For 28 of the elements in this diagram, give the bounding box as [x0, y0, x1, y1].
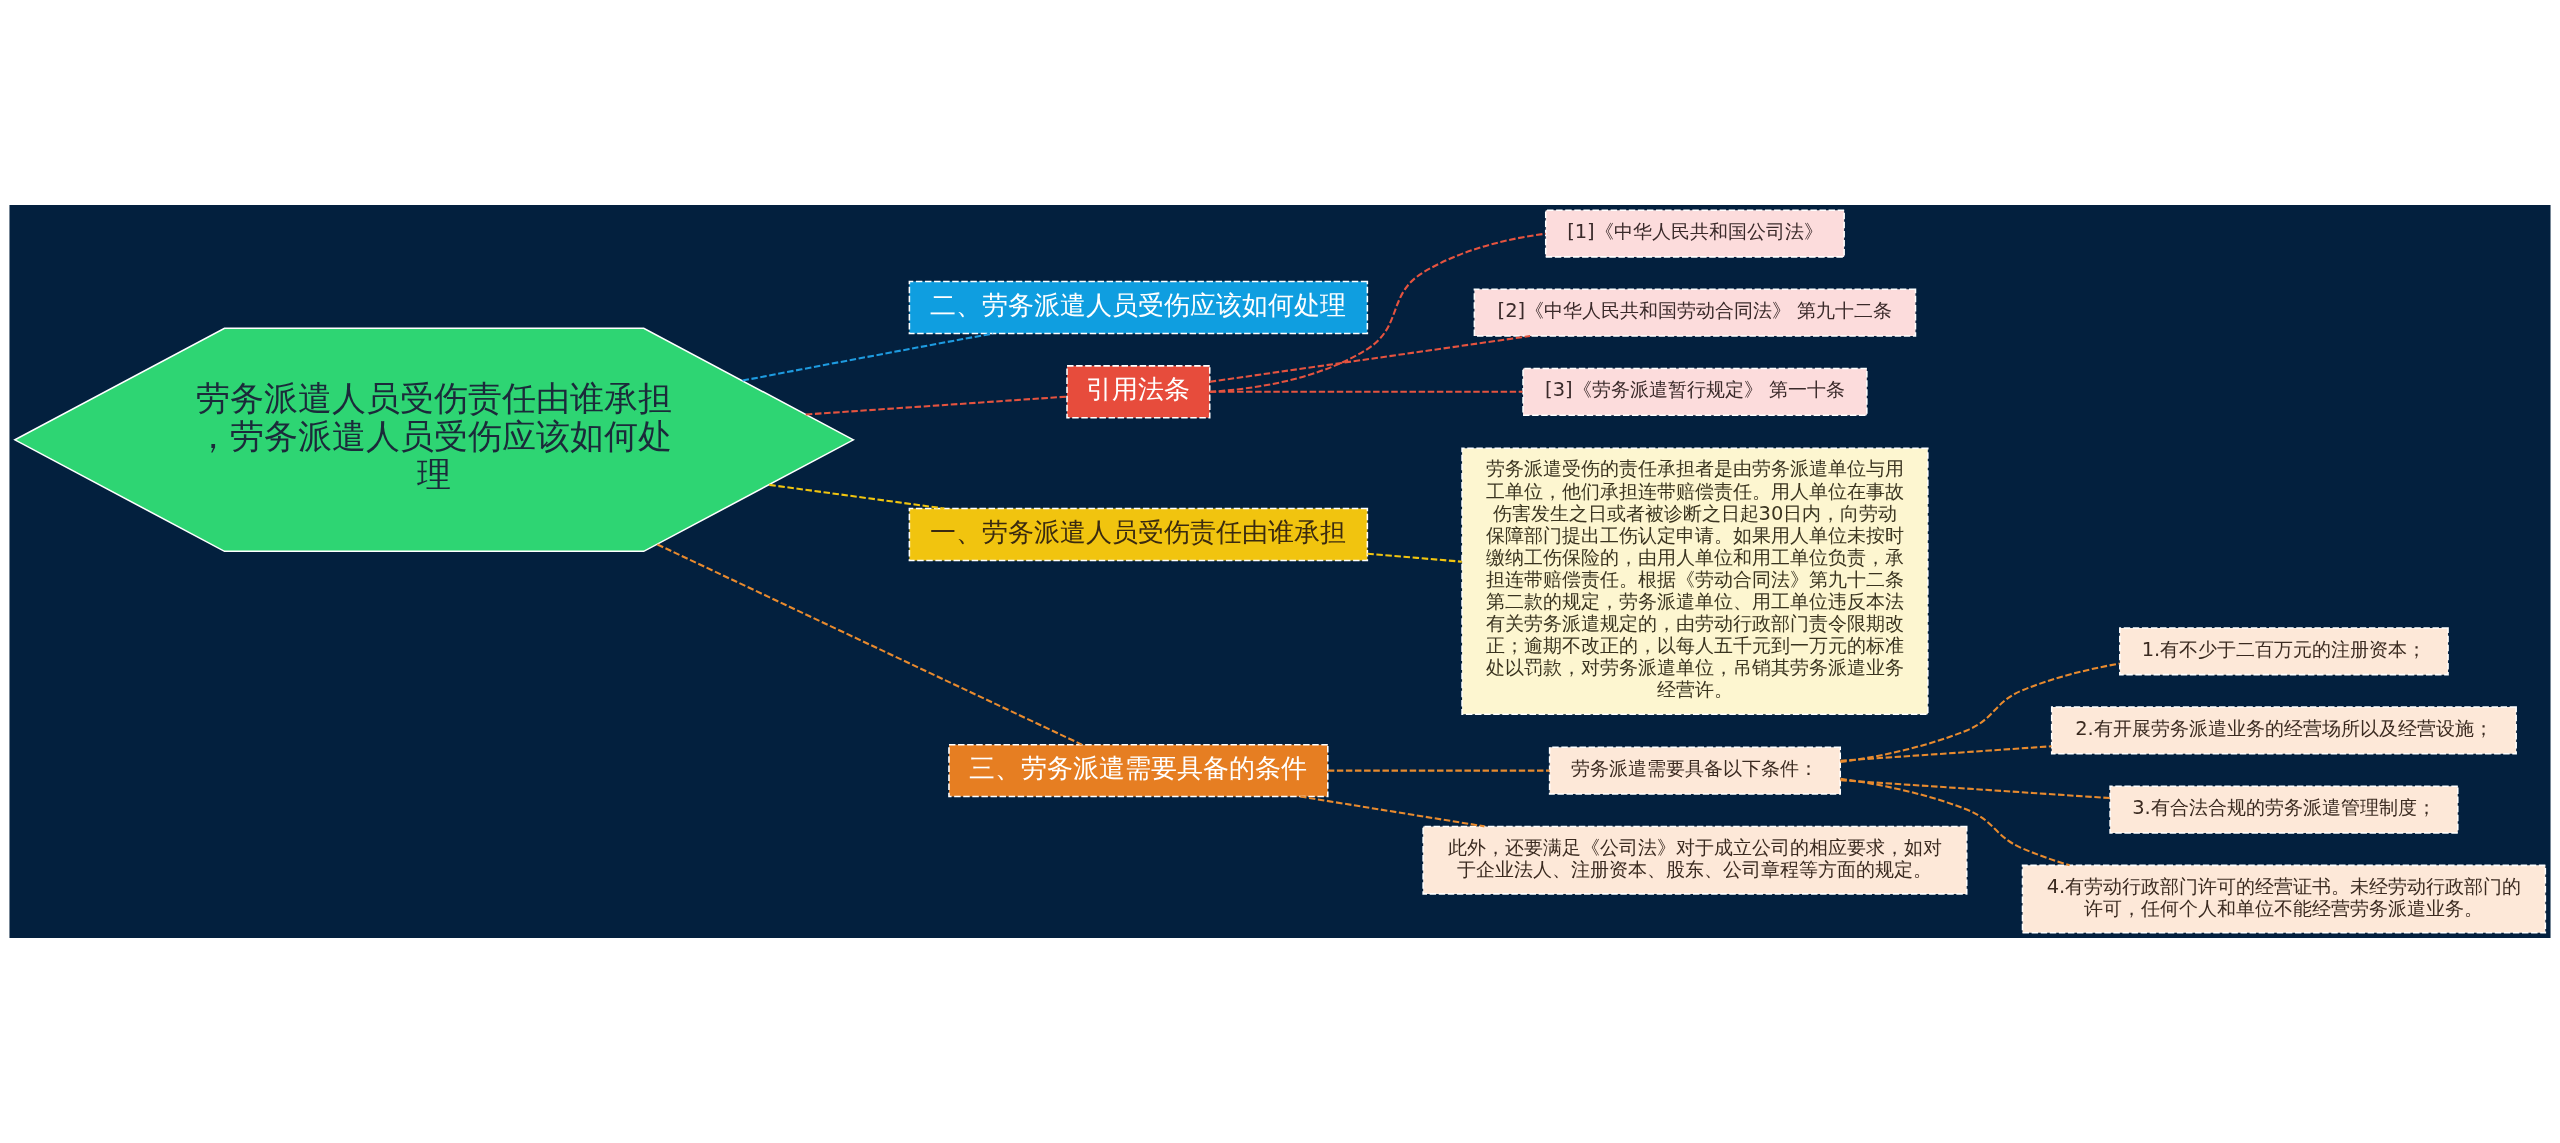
connector: [657, 543, 1083, 746]
node-box: 劳务派遣需要具备以下条件：: [1548, 746, 1841, 795]
node-box: 二、劳务派遣人员受伤应该如何处理: [908, 280, 1369, 335]
connector: [805, 395, 1067, 416]
node-box: 4.有劳动行政部门许可的经营证书。未经劳动行政部门的许可，任何个人和单位不能经营劳务派遣业务。: [2021, 864, 2547, 934]
connector: [1367, 552, 1462, 563]
connector: [1840, 777, 2070, 867]
connector: [1209, 390, 1523, 393]
node-box: 劳务派遣受伤的责任承担者是由劳务派遣单位与用工单位，他们承担连带赔偿责任。用人单位在事故伤害发生之日或者被诊断之日起30日内，向劳动保障部门提出工伤认定申请。如果用人单位未按时缴纳工伤保险的，由用人单位和用工单位负责，承担连带赔偿责任。根据《劳动合同法》第九十二条第二款的规定，劳务派遣单位、用工单位违反本法有关劳务派遣规定的，由劳动行政部门责令限期改正；逾期不改正的，以每人五千元到一万元的标准处以罚款，对劳务派遣单位，吊销其劳务派遣业务经营许。: [1461, 447, 1929, 715]
node-box: [2]《中华人民共和国劳动合同法》 第九十二条: [1473, 288, 1917, 337]
connector: [1840, 745, 2052, 762]
node-box: 1.有不少于二百万元的注册资本；: [2119, 627, 2449, 676]
node-box: 三、劳务派遣需要具备的条件: [948, 743, 1329, 798]
connector: [1300, 795, 1485, 828]
connector: [1328, 769, 1550, 772]
node-box: [3]《劳务派遣暂行规定》 第一十条: [1522, 367, 1868, 416]
connector: [742, 332, 994, 382]
connector: [1840, 779, 2110, 800]
node-box: 3.有合法合规的劳务派遣管理制度；: [2109, 785, 2459, 834]
connector: [1209, 335, 1531, 383]
connector: [769, 483, 945, 510]
connector: [1840, 662, 2120, 764]
connector: [1209, 232, 1546, 393]
node-box: 此外，还要满足《公司法》对于成立公司的相应要求，如对于企业法人、注册资本、股东、公司章程等方面的规定。: [1422, 825, 1968, 895]
node-box: [1]《中华人民共和国公司法》: [1544, 209, 1845, 258]
node-box: 2.有开展劳务派遣业务的经营场所以及经营设施；: [2050, 706, 2517, 755]
node-box: 一、劳务派遣人员受伤责任由谁承担: [908, 507, 1369, 562]
node-box: 引用法条: [1066, 365, 1211, 419]
